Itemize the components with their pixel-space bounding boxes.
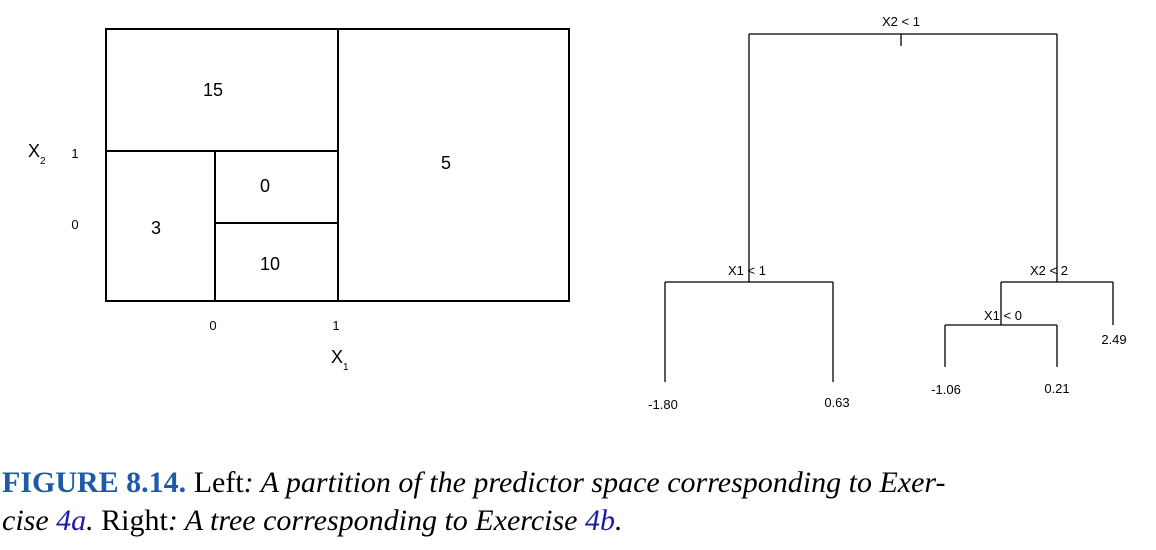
region-value-middle-lower: 10 [260, 254, 280, 274]
split-label-right: X2 < 2 [1030, 263, 1068, 278]
x-tick-1: 1 [332, 318, 339, 333]
y-axis-subscript: 2 [40, 156, 46, 167]
leaf-value-4: 0.21 [1044, 381, 1069, 396]
tree-diagram [664, 33, 1114, 382]
caption-left-word: Left [193, 466, 244, 499]
region-value-right: 5 [441, 153, 451, 173]
caption-left-text: : A partition of the predictor space cor… [243, 466, 946, 499]
caption-right-text: : A tree corresponding to Exercise [167, 504, 585, 537]
caption-line2-b: . [86, 504, 102, 537]
split-label-root: X2 < 1 [882, 14, 920, 29]
caption-line2-a: cise [2, 504, 57, 537]
split-label-right-left: X1 < 0 [984, 308, 1022, 323]
y-axis-label: X [28, 141, 40, 161]
region-value-bottom-left: 3 [151, 218, 161, 238]
figure: 15 5 3 0 10 1 0 0 1 X 2 X 1 X2 < 1 X1 < … [28, 14, 1127, 412]
caption-end: . [614, 504, 623, 537]
region-value-middle-upper: 0 [260, 176, 270, 196]
leaf-value-3: -1.06 [931, 382, 961, 397]
y-tick-0: 0 [71, 217, 78, 232]
x-tick-0: 0 [209, 318, 216, 333]
region-value-top-left: 15 [203, 80, 223, 100]
partition-diagram [105, 28, 570, 302]
caption-right-word: Right [101, 504, 168, 537]
x-axis-label: X [331, 347, 343, 367]
x-axis-subscript: 1 [343, 362, 349, 373]
split-label-left: X1 < 1 [728, 263, 766, 278]
leaf-value-1: -1.80 [648, 397, 678, 412]
figure-caption: FIGURE 8.14. Left: A partition of the pr… [2, 464, 1152, 540]
figure-number: FIGURE 8.14. [2, 466, 187, 499]
leaf-value-2: 0.63 [824, 395, 849, 410]
y-tick-1: 1 [71, 146, 78, 161]
partition-labels: 15 5 3 0 10 1 0 0 1 X 2 X 1 [28, 80, 451, 373]
caption-ref-4a[interactable]: 4a [56, 504, 87, 537]
caption-ref-4b[interactable]: 4b [584, 504, 615, 537]
leaf-value-5: 2.49 [1101, 332, 1126, 347]
tree-labels: X2 < 1 X1 < 1 X2 < 2 X1 < 0 -1.80 0.63 -… [648, 14, 1126, 412]
